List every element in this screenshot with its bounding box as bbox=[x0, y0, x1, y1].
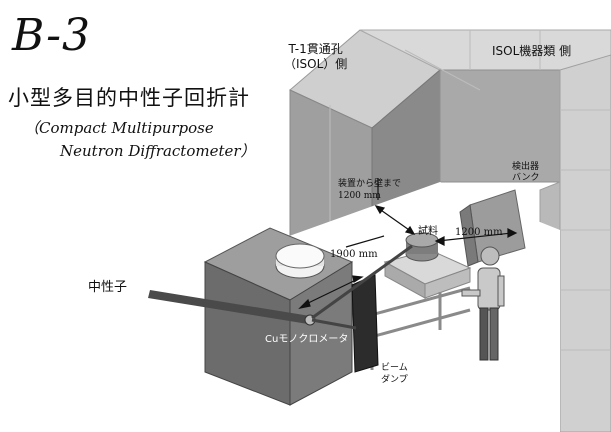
detector-bank-side bbox=[459, 204, 479, 267]
t1-hole-label: T-1貫通孔 （ISOL）側 bbox=[284, 42, 347, 72]
diffracted-beam bbox=[311, 244, 413, 320]
beam-dump-line2: ダンプ bbox=[381, 375, 408, 385]
detector-bank-label: 検出器 バンク bbox=[512, 162, 539, 184]
title-english-line1: （Compact Multipurpose bbox=[24, 119, 214, 137]
sample-table-side bbox=[424, 267, 471, 299]
wall-block-lines bbox=[329, 30, 611, 351]
t1-hole-line2: （ISOL）側 bbox=[284, 57, 348, 71]
distance-1900-label: 1900 mm bbox=[330, 249, 378, 260]
sample-label: 試料 bbox=[418, 226, 438, 237]
detector-bank-line1: 検出器 bbox=[512, 162, 540, 172]
person-figure bbox=[461, 246, 505, 361]
figure-code: B-3 bbox=[12, 10, 92, 61]
t1-hole-line1: T-1貫通孔 bbox=[288, 42, 343, 56]
title-japanese: 小型多目的中性子回折計 bbox=[8, 86, 250, 110]
device-to-wall-line2: 1200 mm bbox=[338, 191, 381, 201]
beam-dump-line1: ビーム bbox=[381, 363, 408, 373]
right-wall-face bbox=[559, 54, 611, 432]
device-to-wall-label: 装置から壁まで 1200 mm bbox=[338, 178, 401, 202]
detector-bank-line2: バンク bbox=[512, 173, 540, 183]
isol-side-label: ISOL機器類 側 bbox=[492, 44, 572, 58]
beam-to-dump bbox=[311, 318, 357, 330]
mono-drum-cap bbox=[275, 243, 325, 269]
dimension-arrows bbox=[298, 178, 518, 309]
beam-dump-label: ビーム ダンプ bbox=[381, 362, 408, 386]
monochromator-label: Cuモノクロメータ bbox=[265, 334, 349, 345]
neutron-label: 中性子 bbox=[88, 280, 128, 295]
mono-shield-right bbox=[289, 261, 353, 406]
title-english-line2: Neutron Diffractometer） bbox=[60, 142, 256, 160]
neutron-beam bbox=[148, 290, 310, 324]
distance-1200-label: 1200 mm bbox=[455, 227, 503, 238]
beam-dump-block bbox=[351, 274, 379, 373]
device-to-wall-line1: 装置から壁まで bbox=[338, 179, 402, 189]
inner-back-wall bbox=[439, 69, 561, 183]
